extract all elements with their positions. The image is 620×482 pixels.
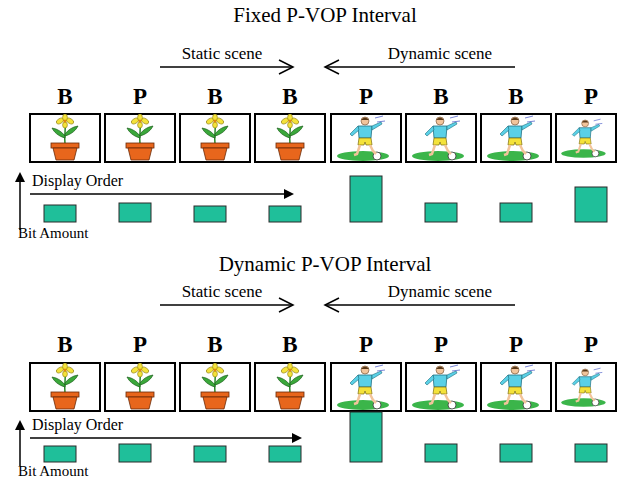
scene-label: Dynamic scene bbox=[388, 45, 492, 64]
frame-type: B bbox=[508, 84, 523, 109]
frame-type: B bbox=[57, 84, 72, 109]
frame-type: P bbox=[133, 84, 147, 109]
scene-label: Dynamic scene bbox=[388, 283, 492, 302]
frame-type: P bbox=[133, 332, 147, 357]
axis-label: Bit Amount bbox=[18, 463, 88, 480]
frame-type: P bbox=[359, 332, 373, 357]
video-frame bbox=[30, 114, 616, 411]
frame-type: B bbox=[57, 332, 72, 357]
frame-picture bbox=[51, 114, 606, 410]
frame-type: P bbox=[584, 84, 598, 109]
frame-type: P bbox=[434, 332, 448, 357]
scene-label: Static scene bbox=[182, 45, 263, 64]
frame-type: B bbox=[282, 332, 297, 357]
axis-label: Bit Amount bbox=[18, 225, 88, 242]
axis-label: Display Order bbox=[32, 416, 123, 434]
panel-title: Fixed P-VOP Interval bbox=[233, 4, 417, 27]
frame-type: P bbox=[359, 84, 373, 109]
frame-type: B bbox=[207, 332, 222, 357]
bit-bar bbox=[44, 176, 607, 462]
axis-label: Display Order bbox=[32, 172, 123, 190]
frame-type: B bbox=[433, 84, 448, 109]
panel-title: Dynamic P-VOP Interval bbox=[219, 253, 432, 276]
frame-type: P bbox=[584, 332, 598, 357]
frame-type: B bbox=[207, 84, 222, 109]
frame-type: B bbox=[282, 84, 297, 109]
scene-label: Static scene bbox=[182, 283, 263, 302]
scene-arrow bbox=[160, 60, 515, 312]
axis-arrow bbox=[15, 172, 302, 466]
frame-type: P bbox=[509, 332, 523, 357]
